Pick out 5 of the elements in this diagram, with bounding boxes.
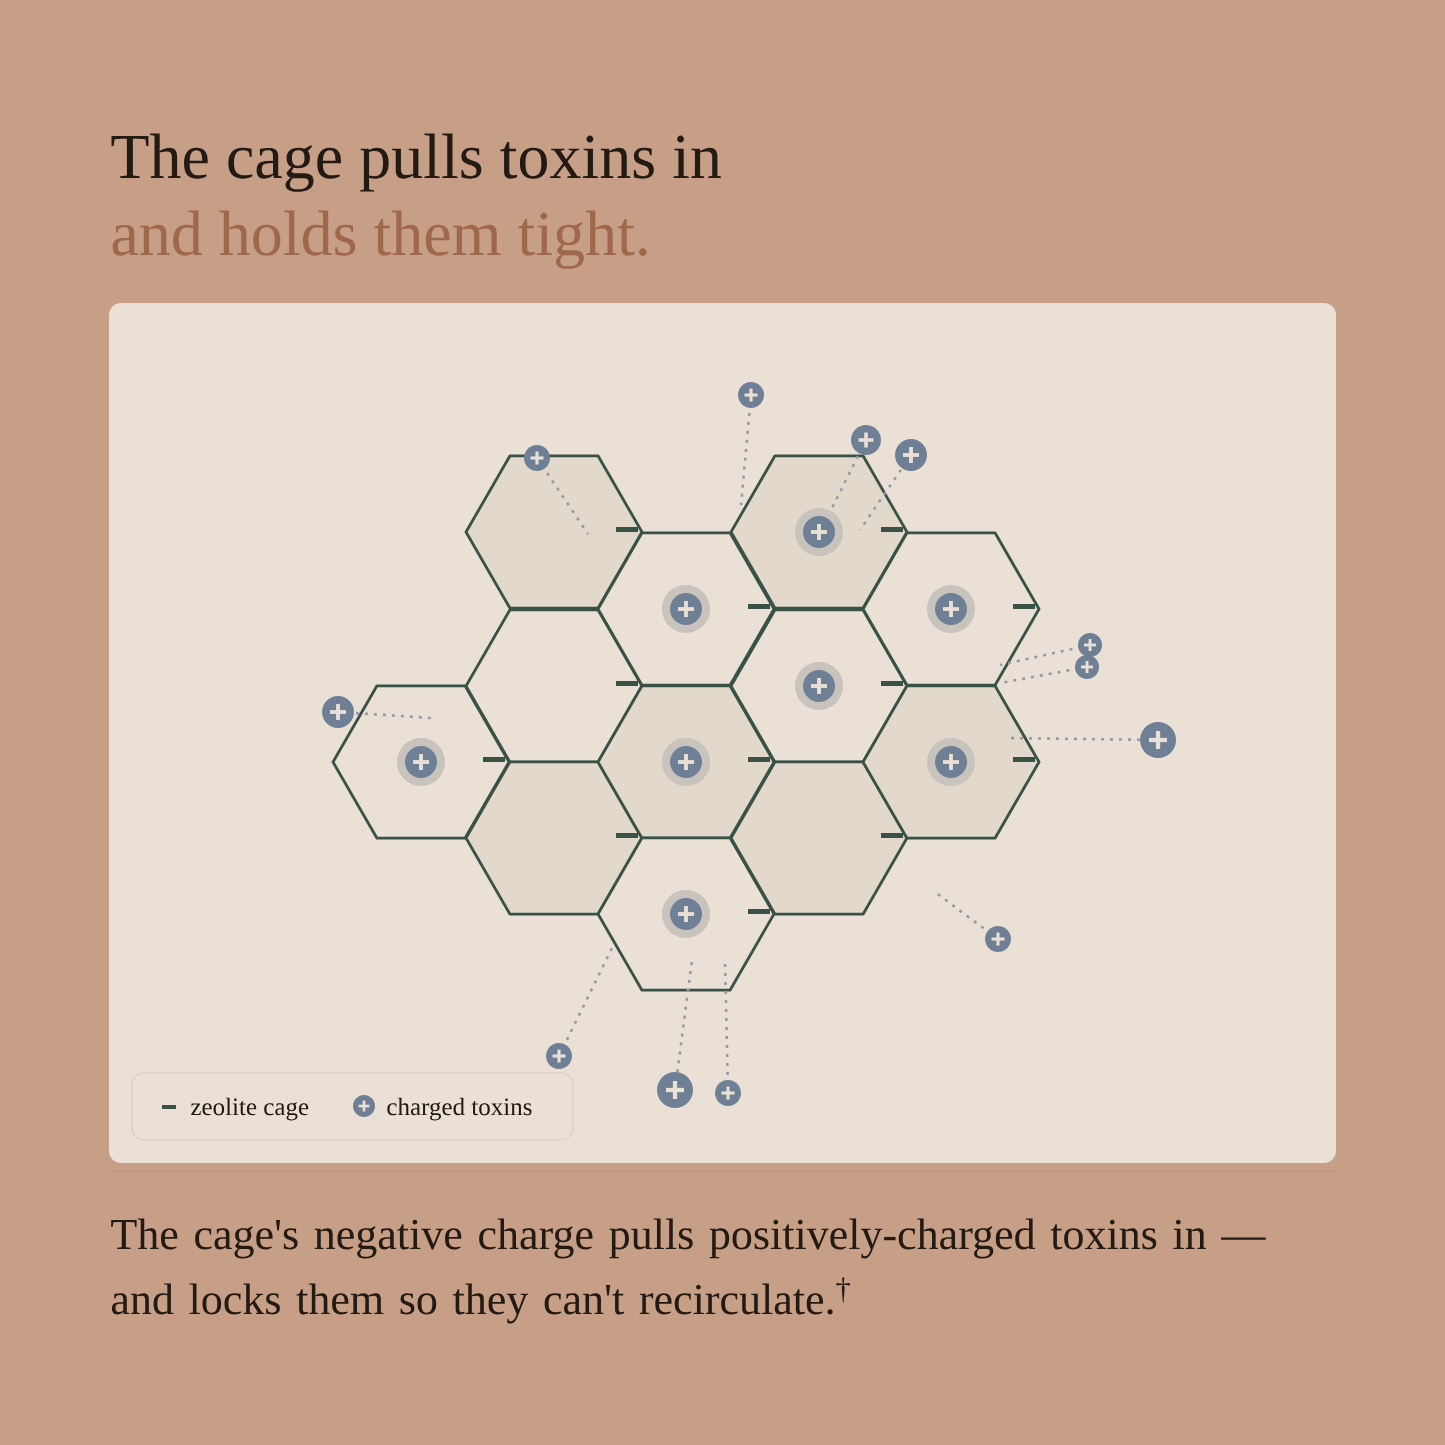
title: The cage pulls toxins in [111,133,721,192]
legend-label: charged toxins [387,1097,532,1121]
legend-label: zeolite cage [191,1097,309,1121]
caption: The cage's negative charge pulls positively-charged toxins in — and locks them so they can't recirculate.$^{†}$ [111,1218,1266,1324]
subtitle: and holds them tight. [112,210,647,269]
